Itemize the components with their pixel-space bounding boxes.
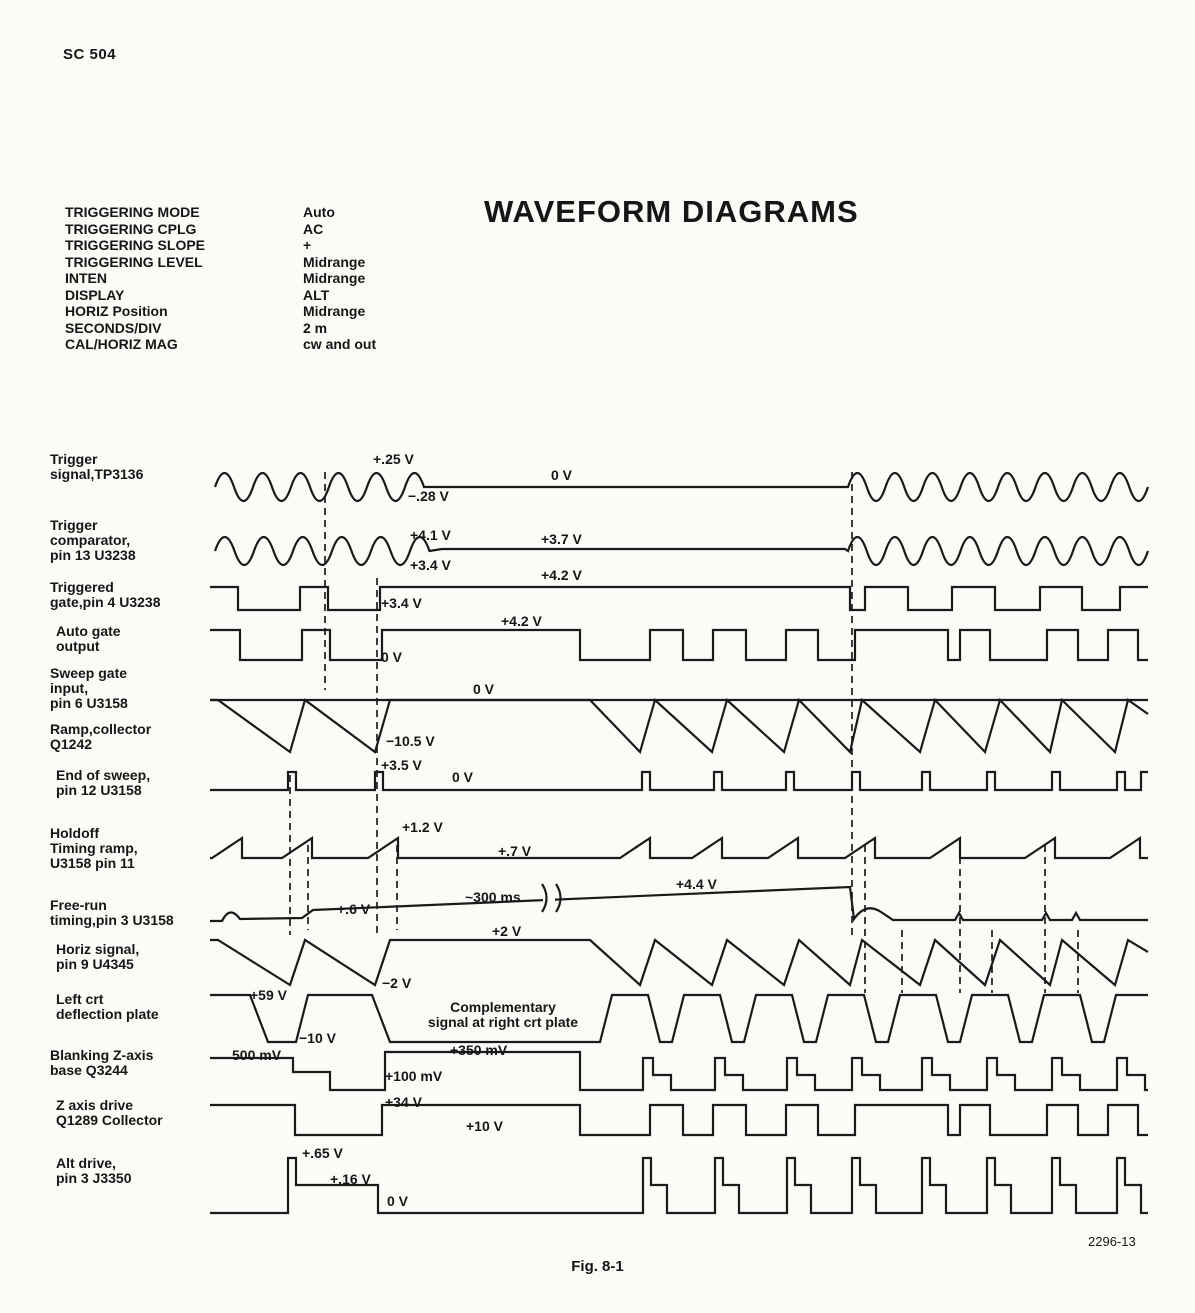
waveform-label-trigger-comparator: Trigger comparator, pin 13 U3238 xyxy=(50,517,136,563)
figure-caption: Fig. 8-1 xyxy=(571,1258,624,1275)
voltage-annotation: +3.7 V xyxy=(541,531,582,547)
voltage-annotation: 0 V xyxy=(387,1193,409,1209)
timing-annotation: ~300 ms xyxy=(465,889,521,905)
setting-label: TRIGGERING SLOPE xyxy=(65,237,206,253)
setting-label: DISPLAY xyxy=(65,286,125,303)
alt-drive-waveform xyxy=(210,1156,1148,1215)
waveform-label-triggered-gate: Triggered gate,pin 4 U3238 xyxy=(50,579,161,610)
horiz-signal-waveform xyxy=(210,938,1149,988)
voltage-annotation: −10 V xyxy=(299,1030,336,1046)
voltage-annotation: +.7 V xyxy=(498,843,532,859)
setting-value: cw and out xyxy=(303,336,377,352)
waveform-label-auto-gate: Auto gate output xyxy=(56,623,121,654)
voltage-annotation: +3.4 V xyxy=(381,595,422,611)
setting-value: AC xyxy=(303,220,324,237)
waveform-label-crt-plate: Left crt deflection plate xyxy=(56,991,159,1022)
auto-gate-waveform xyxy=(210,628,1148,662)
voltage-annotation: −2 V xyxy=(382,975,412,991)
voltage-annotation: +100 mV xyxy=(385,1068,443,1084)
document-model-number: SC 504 xyxy=(63,46,117,63)
setting-value: + xyxy=(303,237,312,253)
setting-value: Auto xyxy=(303,204,335,220)
voltage-annotation: −10.5 V xyxy=(386,733,435,749)
setting-row: CAL/HORIZ MAG cw and out xyxy=(65,336,376,353)
voltage-annotation: 0 V xyxy=(551,467,573,483)
setting-value: Midrange xyxy=(303,303,366,319)
voltage-annotation: +34 V xyxy=(385,1094,422,1110)
waveform-label-z-axis-drive: Z axis drive Q1289 Collector xyxy=(56,1097,163,1128)
voltage-annotation: 0 V xyxy=(452,769,474,785)
voltage-annotation: +.65 V xyxy=(302,1145,343,1161)
setting-label: TRIGGERING CPLG xyxy=(65,220,197,237)
end-of-sweep-waveform xyxy=(210,770,1148,792)
voltage-annotation: +3.4 V xyxy=(410,557,451,573)
voltage-annotation: +.6 V xyxy=(337,901,371,917)
ramp-waveform xyxy=(210,697,1149,755)
setting-label: HORIZ Position xyxy=(65,303,168,319)
document-number: 2296-13 xyxy=(1088,1234,1136,1249)
holdoff-ramp-waveform xyxy=(210,835,1148,860)
page-title: WAVEFORM DIAGRAMS xyxy=(484,194,859,229)
setting-row: DISPLAY ALT xyxy=(65,287,376,304)
setting-label: CAL/HORIZ MAG xyxy=(65,336,178,352)
voltage-annotation: +3.5 V xyxy=(381,757,422,773)
waveform-label-blanking: Blanking Z-axis base Q3244 xyxy=(50,1047,154,1078)
voltage-annotation: +2 V xyxy=(492,923,522,939)
voltage-annotation: +.16 V xyxy=(330,1171,371,1187)
setting-value: Midrange xyxy=(303,270,366,286)
free-run-waveform xyxy=(210,885,1148,923)
setting-value: 2 m xyxy=(303,319,328,336)
voltage-annotation: 0 V xyxy=(473,681,495,697)
voltage-annotation: +.25 V xyxy=(373,451,414,467)
setting-row: TRIGGERING LEVEL Midrange xyxy=(65,254,376,271)
setting-value: Midrange xyxy=(303,253,366,270)
voltage-annotation: 500 mV xyxy=(232,1047,282,1063)
waveform-label-sweep-gate: Sweep gate input, pin 6 U3158 xyxy=(50,665,128,711)
setting-row: HORIZ Position Midrange xyxy=(65,303,376,320)
control-settings-table: TRIGGERING MODE Auto TRIGGERING CPLG AC TR… xyxy=(65,204,376,353)
voltage-annotation: +4.1 V xyxy=(410,527,451,543)
voltage-annotation: +59 V xyxy=(250,987,287,1003)
setting-row: TRIGGERING CPLG AC xyxy=(65,221,376,238)
setting-label: TRIGGERING MODE xyxy=(65,204,200,220)
triggered-gate-waveform xyxy=(210,585,1148,612)
voltage-annotation: +350 mV xyxy=(450,1042,508,1058)
waveform-label-end-of-sweep: End of sweep, pin 12 U3158 xyxy=(56,767,151,798)
setting-row: SECONDS/DIV 2 m xyxy=(65,320,376,337)
voltage-annotation: 0 V xyxy=(381,649,403,665)
trigger-comparator-waveform xyxy=(213,535,1150,567)
waveform-label-trigger-signal: Trigger signal,TP3136 xyxy=(50,451,144,482)
voltage-annotation: +10 V xyxy=(466,1118,503,1134)
setting-row: INTEN Midrange xyxy=(65,270,376,287)
waveform-label-free-run: Free-run timing,pin 3 U3158 xyxy=(50,897,174,928)
setting-label: INTEN xyxy=(65,270,107,286)
setting-row: TRIGGERING MODE Auto xyxy=(65,204,376,221)
waveform-label-horiz-signal: Horiz signal, pin 9 U4345 xyxy=(56,941,140,972)
crt-plate-waveform xyxy=(210,993,1148,1044)
waveform-label-alt-drive: Alt drive, pin 3 J3350 xyxy=(56,1155,132,1186)
voltage-annotation: −.28 V xyxy=(408,488,449,504)
setting-row: TRIGGERING SLOPE + xyxy=(65,237,376,254)
setting-value: ALT xyxy=(303,286,330,303)
waveform-label-ramp: Ramp,collector Q1242 xyxy=(50,721,152,752)
voltage-annotation: +4.2 V xyxy=(501,613,542,629)
trigger-signal-waveform xyxy=(213,471,1150,503)
time-break-icon xyxy=(541,883,562,913)
z-axis-drive-waveform xyxy=(210,1103,1148,1137)
blanking-waveform xyxy=(210,1050,1148,1092)
voltage-annotation: +4.2 V xyxy=(541,567,582,583)
setting-label: TRIGGERING LEVEL xyxy=(65,253,203,270)
voltage-annotation: +4.4 V xyxy=(676,876,717,892)
waveform-label-holdoff-ramp: Holdoff Timing ramp, U3158 pin 11 xyxy=(50,825,138,871)
setting-label: SECONDS/DIV xyxy=(65,319,162,336)
voltage-annotation: +1.2 V xyxy=(402,819,443,835)
complementary-signal-note: Complementary signal at right crt plate xyxy=(427,999,579,1030)
